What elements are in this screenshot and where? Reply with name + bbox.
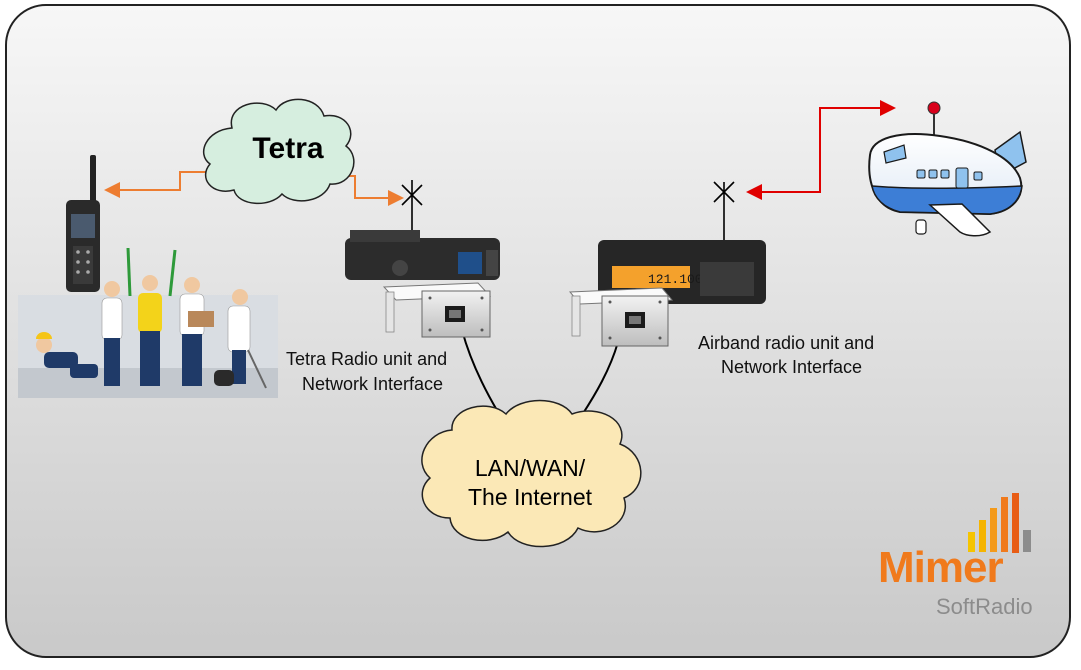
handheld-radio-icon [66, 155, 100, 292]
airband-network-interface-icon [568, 287, 674, 347]
airband-antenna-icon [713, 181, 735, 240]
airband-link-line [746, 100, 896, 200]
airplane-icon [868, 101, 1027, 237]
airband-radio-unit-icon: 121.100 [598, 240, 766, 304]
logo-sub-text: SoftRadio [936, 594, 1033, 619]
workers-illustration [18, 247, 278, 398]
network-cloud [421, 399, 642, 548]
tetra-cloud-label: Tetra [252, 132, 324, 165]
tetra-unit-label-line2: Network Interface [302, 374, 444, 394]
logo-brand-text: Mimer [878, 543, 1004, 592]
network-cloud-label-line1: LAN/WAN/ [474, 455, 586, 481]
tetra-unit-label-line1: Tetra Radio unit and [286, 349, 448, 369]
tetra-cloud [202, 98, 355, 205]
tetra-network-interface-icon [382, 282, 492, 338]
mimer-logo-icon [968, 493, 1031, 553]
radio-frequency-display: 121.100 [648, 272, 703, 287]
network-cloud-label-line2: The Internet [467, 484, 593, 510]
tetra-antenna-icon [401, 180, 423, 232]
tetra-radio-unit-icon [345, 230, 500, 280]
airband-unit-label-line1: Airband radio unit and [698, 333, 875, 353]
network-cable-lines [461, 329, 619, 416]
airband-unit-label-line2: Network Interface [721, 357, 863, 377]
